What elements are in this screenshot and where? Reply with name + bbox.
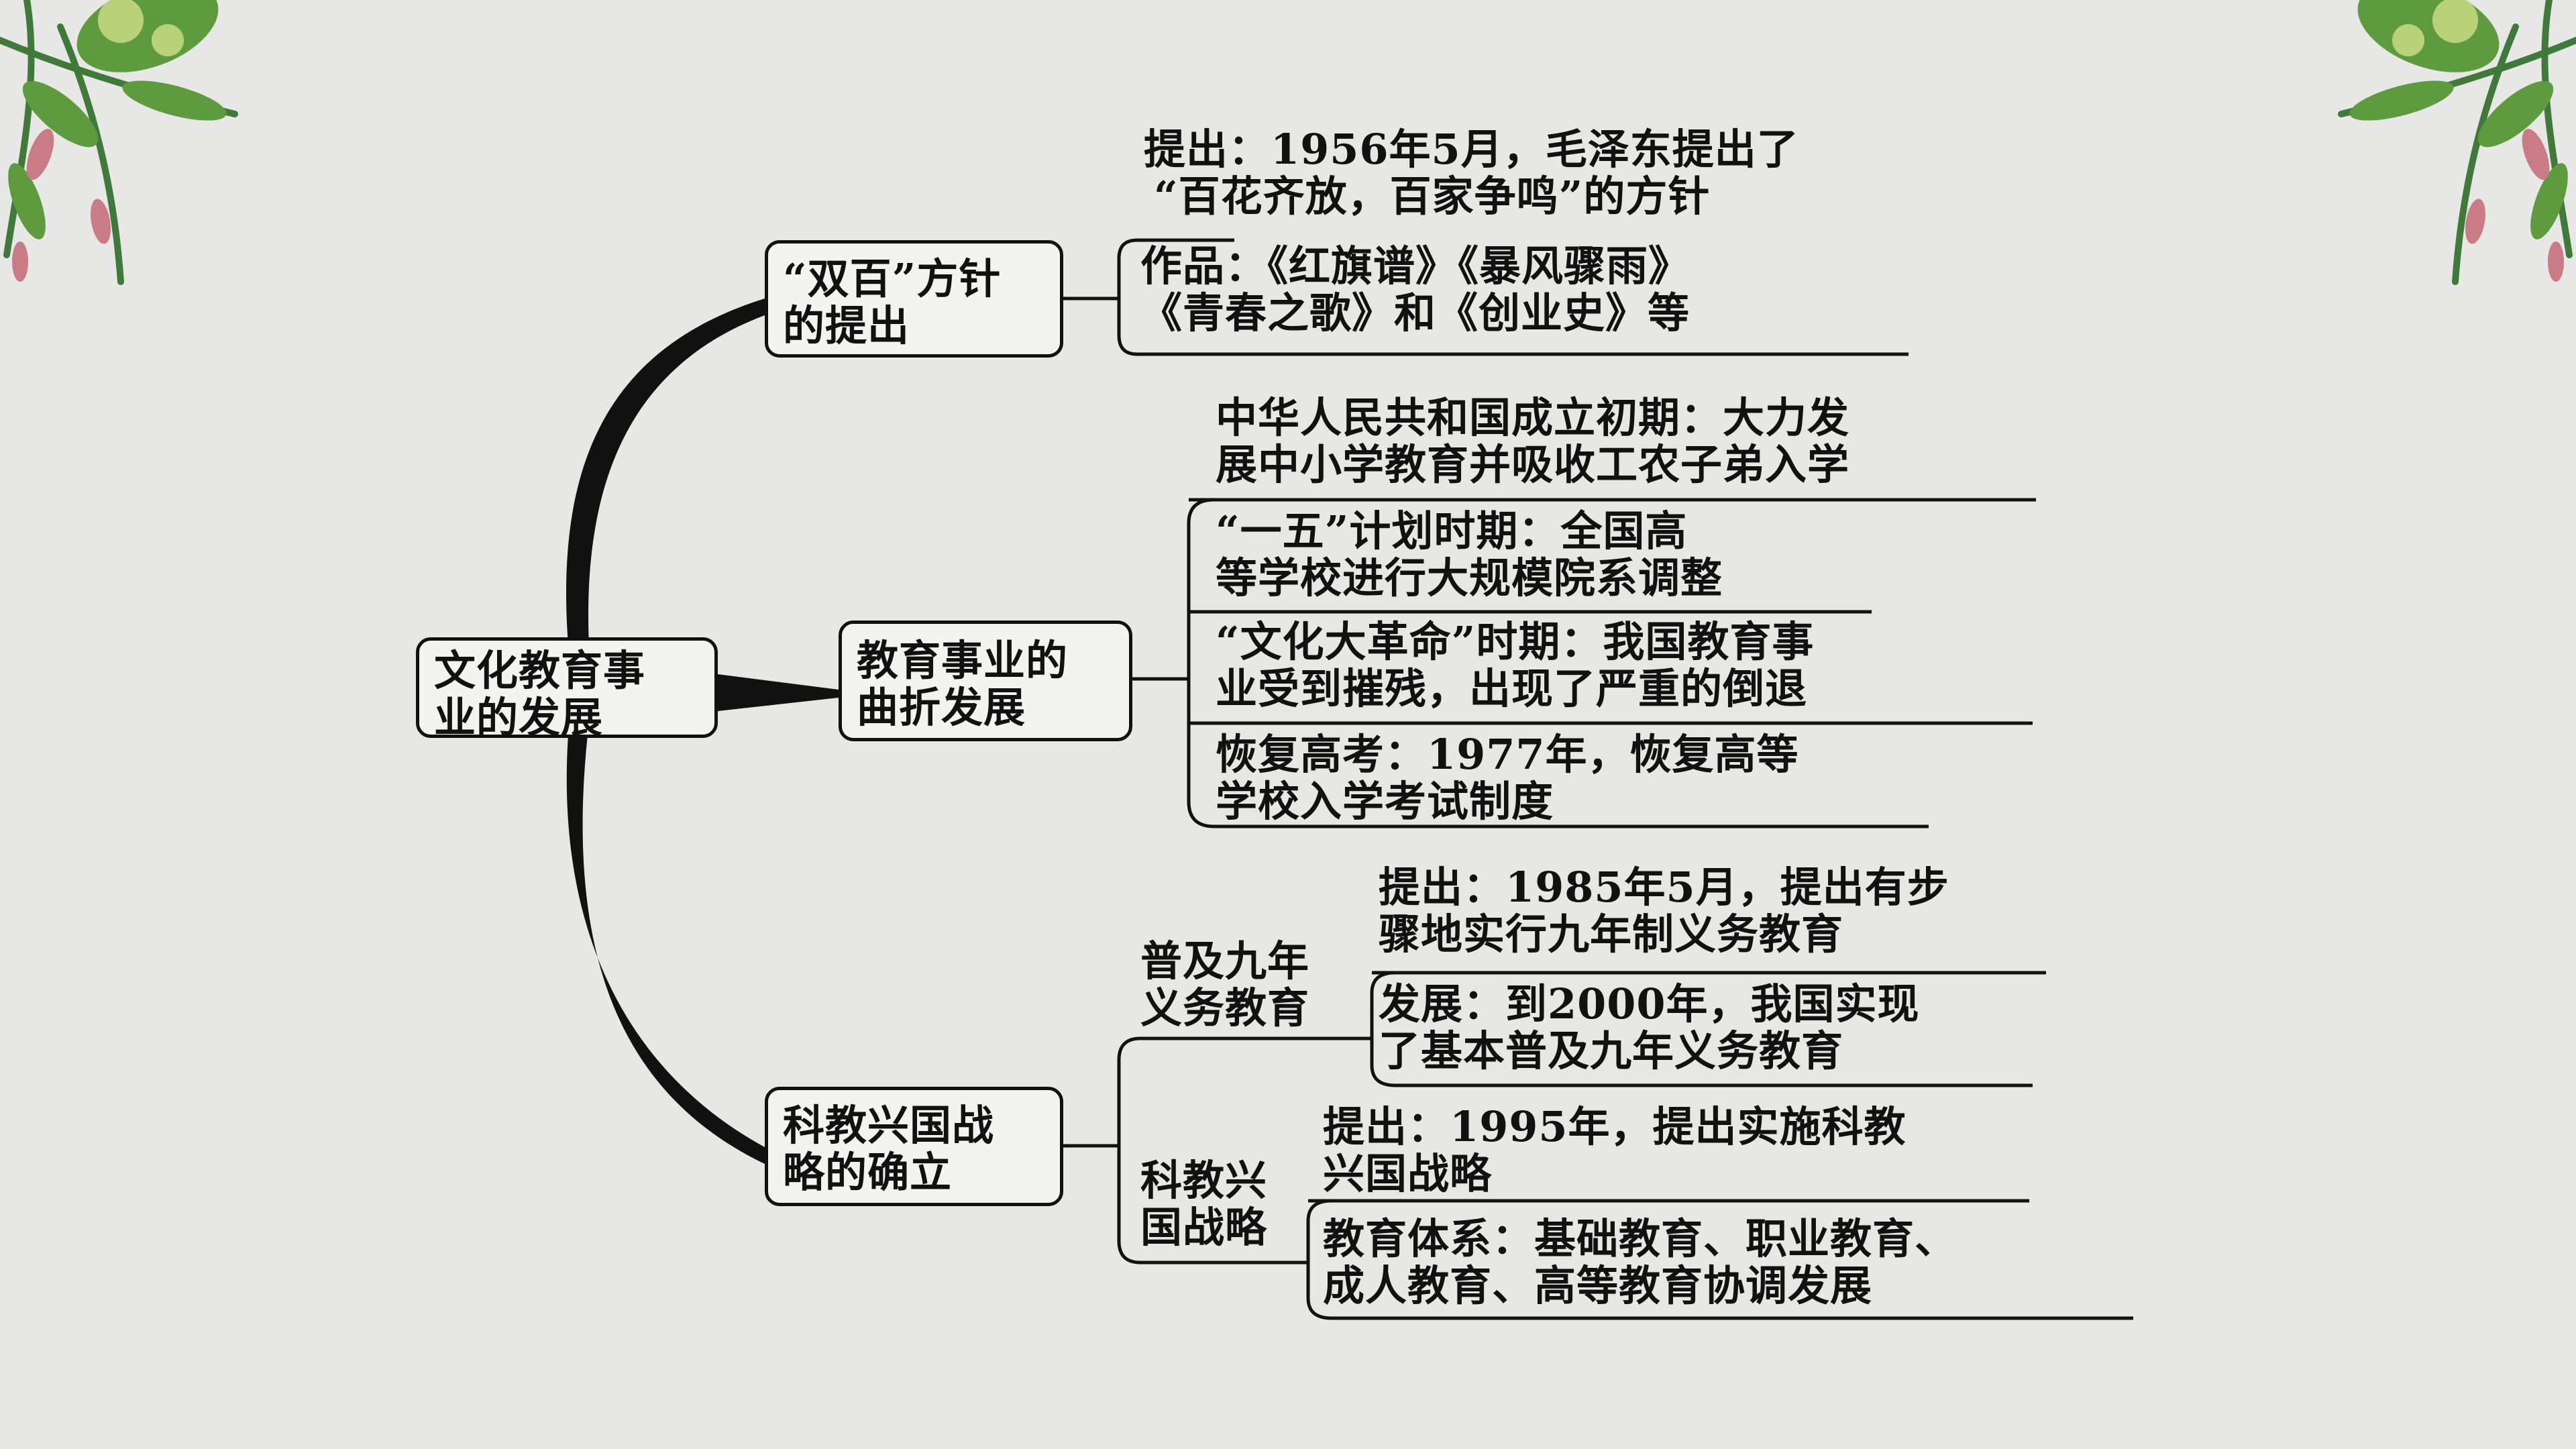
sub-node-science-strategy-line-2: 国战略 bbox=[1140, 1204, 1267, 1251]
connector-root-arc-lower bbox=[567, 711, 765, 1164]
leaf-education-first-five-year: “一五”计划时期：全国高 等学校进行大规模院系调整 bbox=[1216, 508, 1723, 602]
leaf-education-first-five-year-line-1: “一五”计划时期：全国高 bbox=[1216, 508, 1723, 555]
branch-node-shuangbai: “双百”方针 的提出 bbox=[765, 240, 1063, 358]
branch-node-education: 教育事业的 曲折发展 bbox=[839, 621, 1132, 741]
leaf-education-gaokao: 恢复高考：1977年，恢复高等 学校入学考试制度 bbox=[1216, 731, 1799, 825]
leaf-shuangbai-proposal-line-1: 提出：1956年5月，毛泽东提出了 bbox=[1144, 126, 1799, 173]
leaf-education-cultural-revolution: “文化大革命”时期：我国教育事 业受到摧残，出现了严重的倒退 bbox=[1216, 619, 1814, 712]
branch-node-strategy-line-2: 略的确立 bbox=[783, 1149, 1045, 1196]
leaf-shuangbai-proposal: 提出：1956年5月，毛泽东提出了 “百花齐放，百家争鸣”的方针 bbox=[1144, 126, 1799, 220]
connector-root-arc-upper bbox=[566, 299, 765, 667]
leaf-compulsory-proposal-line-1: 提出：1985年5月，提出有步 bbox=[1379, 864, 1949, 911]
leaf-compulsory-development-line-2: 了基本普及九年义务教育 bbox=[1379, 1028, 1920, 1075]
sub-node-science-strategy: 科教兴 国战略 bbox=[1140, 1157, 1267, 1251]
leaf-education-first-five-year-line-2: 等学校进行大规模院系调整 bbox=[1216, 555, 1723, 602]
leaf-education-cultural-revolution-line-1: “文化大革命”时期：我国教育事 bbox=[1216, 619, 1814, 665]
root-node: 文化教育事 业的发展 bbox=[416, 637, 718, 738]
leaf-shuangbai-proposal-line-2: “百花齐放，百家争鸣”的方针 bbox=[1154, 173, 1799, 220]
root-node-line-2: 业的发展 bbox=[434, 694, 700, 741]
leaf-compulsory-development: 发展：到2000年，我国实现 了基本普及九年义务教育 bbox=[1379, 981, 1920, 1075]
branch-node-shuangbai-line-2: 的提出 bbox=[783, 303, 1045, 350]
leaf-education-gaokao-line-2: 学校入学考试制度 bbox=[1216, 778, 1799, 825]
leaf-education-gaokao-line-1: 恢复高考：1977年，恢复高等 bbox=[1216, 731, 1799, 778]
leaf-science-system: 教育体系：基础教育、职业教育、 成人教育、高等教育协调发展 bbox=[1323, 1216, 1957, 1309]
root-node-line-1: 文化教育事 bbox=[434, 647, 700, 694]
sub-node-compulsory: 普及九年 义务教育 bbox=[1140, 938, 1309, 1032]
leaf-science-system-line-2: 成人教育、高等教育协调发展 bbox=[1323, 1263, 1957, 1309]
leaf-education-cultural-revolution-line-2: 业受到摧残，出现了严重的倒退 bbox=[1216, 665, 1814, 712]
leaf-shuangbai-works-line-1: 作品：《红旗谱》《暴风骤雨》 bbox=[1140, 243, 1690, 290]
leaf-compulsory-proposal-line-2: 骤地实行九年制义务教育 bbox=[1379, 911, 1949, 958]
leaf-science-proposal: 提出：1995年，提出实施科教 兴国战略 bbox=[1323, 1104, 1907, 1197]
leaf-shuangbai-works-line-2: 《青春之歌》和《创业史》等 bbox=[1140, 290, 1690, 337]
leaf-education-early-prc-line-2: 展中小学教育并吸收工农子弟入学 bbox=[1216, 441, 1849, 488]
leaf-science-proposal-line-1: 提出：1995年，提出实施科教 bbox=[1323, 1104, 1907, 1150]
branch-node-strategy-line-1: 科教兴国战 bbox=[783, 1102, 1045, 1149]
leaf-shuangbai-works: 作品：《红旗谱》《暴风骤雨》 《青春之歌》和《创业史》等 bbox=[1140, 243, 1690, 337]
branch-node-shuangbai-line-1: “双百”方针 bbox=[783, 256, 1045, 303]
connector-root-to-branch2 bbox=[718, 674, 839, 711]
branch-node-education-line-1: 教育事业的 bbox=[857, 637, 1114, 684]
leaf-compulsory-development-line-1: 发展：到2000年，我国实现 bbox=[1379, 981, 1920, 1028]
leaf-compulsory-proposal: 提出：1985年5月，提出有步 骤地实行九年制义务教育 bbox=[1379, 864, 1949, 958]
leaf-science-proposal-line-2: 兴国战略 bbox=[1323, 1150, 1907, 1197]
leaf-science-system-line-1: 教育体系：基础教育、职业教育、 bbox=[1323, 1216, 1957, 1263]
leaf-education-early-prc: 中华人民共和国成立初期：大力发 展中小学教育并吸收工农子弟入学 bbox=[1216, 394, 1849, 488]
branch-node-education-line-2: 曲折发展 bbox=[857, 684, 1114, 731]
branch-node-strategy: 科教兴国战 略的确立 bbox=[765, 1087, 1063, 1206]
sub-node-science-strategy-line-1: 科教兴 bbox=[1140, 1157, 1267, 1204]
sub-node-compulsory-line-1: 普及九年 bbox=[1140, 938, 1309, 985]
sub-node-compulsory-line-2: 义务教育 bbox=[1140, 985, 1309, 1032]
leaf-education-early-prc-line-1: 中华人民共和国成立初期：大力发 bbox=[1216, 394, 1849, 441]
